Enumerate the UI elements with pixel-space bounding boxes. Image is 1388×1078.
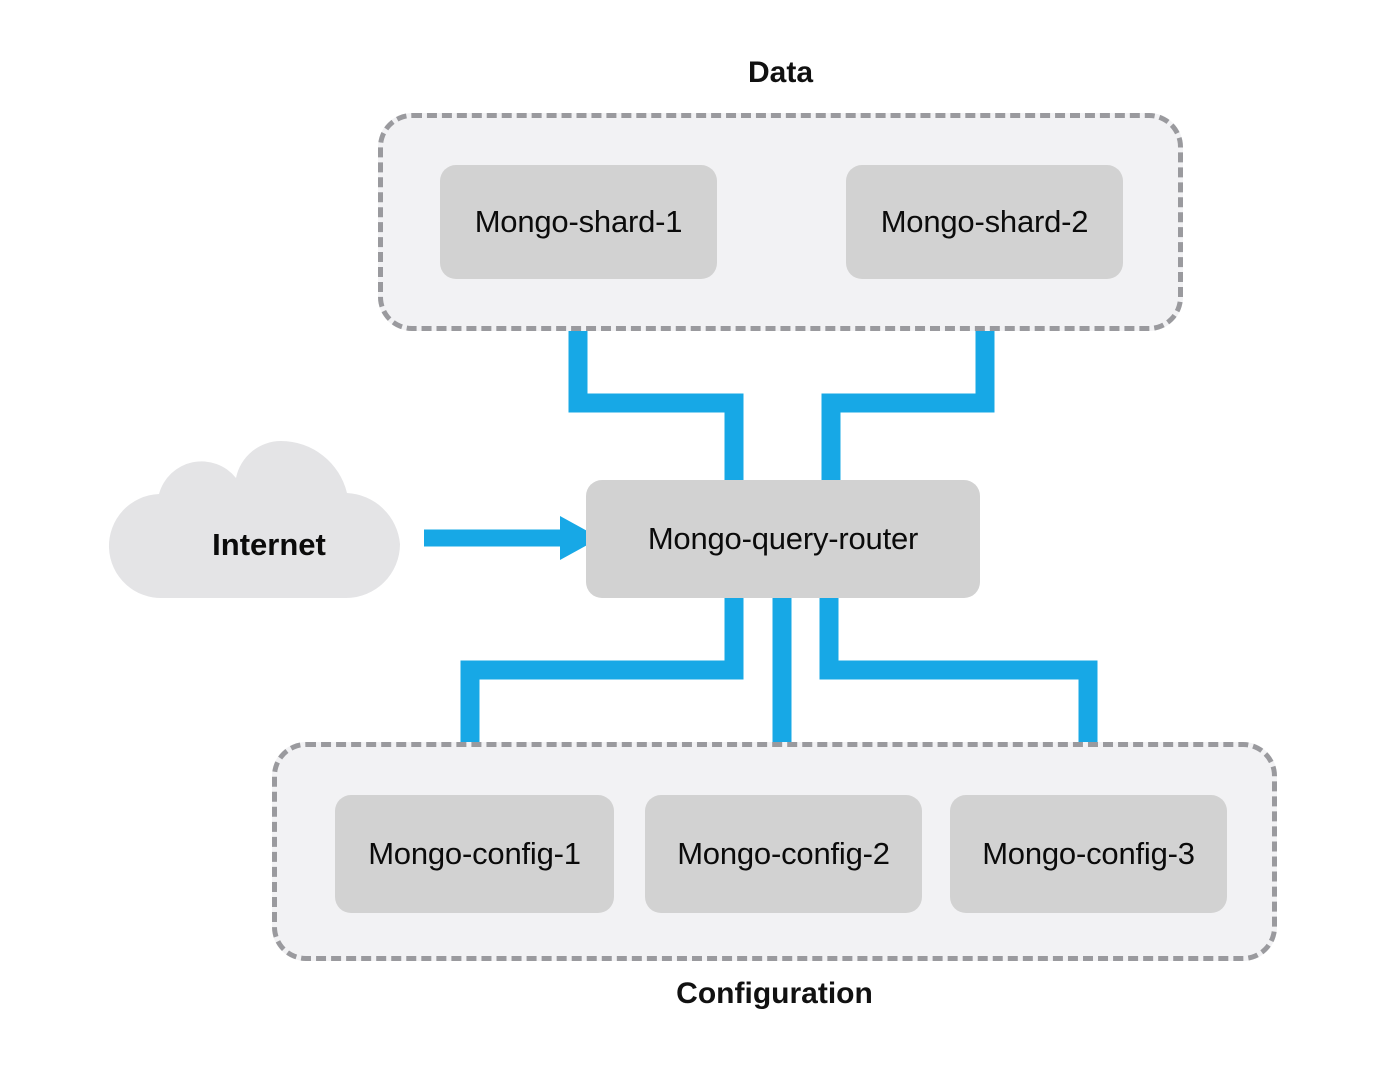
node-mongo-shard-2-label: Mongo-shard-2 [880,204,1089,239]
node-mongo-shard-2[interactable]: Mongo-shard-2 [846,165,1123,279]
node-mongo-config-3-label: Mongo-config-3 [982,836,1195,871]
cloud-label: Internet [212,527,326,562]
node-mongo-config-2[interactable]: Mongo-config-2 [645,795,922,913]
node-mongo-config-2-label: Mongo-config-2 [677,836,890,871]
node-mongo-config-1[interactable]: Mongo-config-1 [335,795,614,913]
node-mongo-query-router-label: Mongo-query-router [647,521,919,556]
node-mongo-shard-1-label: Mongo-shard-1 [474,204,683,239]
group-configuration-caption: Configuration [676,977,873,1010]
cloud-icon[interactable] [108,418,458,636]
node-mongo-query-router[interactable]: Mongo-query-router [586,480,980,598]
node-mongo-shard-1[interactable]: Mongo-shard-1 [440,165,717,279]
group-data-caption: Data [747,56,814,89]
node-mongo-config-3[interactable]: Mongo-config-3 [950,795,1227,913]
node-mongo-config-1-label: Mongo-config-1 [368,836,581,871]
